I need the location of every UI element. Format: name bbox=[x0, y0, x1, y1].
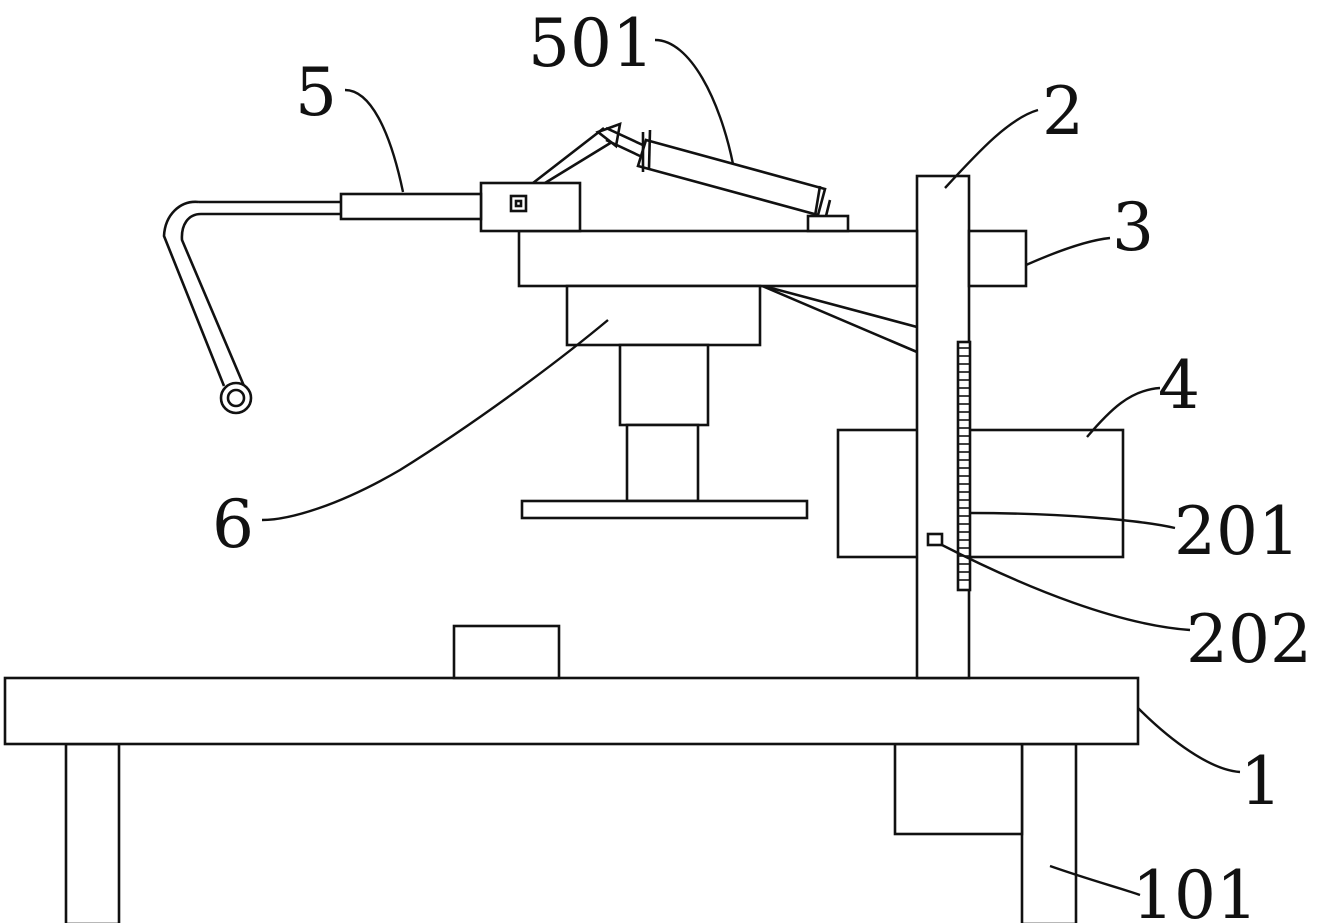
motor-4 bbox=[836, 428, 1125, 559]
brace-line-a bbox=[759, 283, 918, 354]
bolt-square-icon bbox=[509, 194, 528, 213]
label-201: 201 bbox=[1174, 493, 1300, 570]
cylinder-base bbox=[806, 214, 850, 233]
link-b bbox=[544, 140, 613, 185]
arm-hook-outer bbox=[162, 200, 226, 387]
link-a bbox=[532, 126, 605, 185]
cylinder-body-501 bbox=[636, 138, 827, 217]
label-501: 501 bbox=[528, 5, 654, 82]
leader-1 bbox=[1137, 707, 1241, 774]
label-3: 3 bbox=[1112, 189, 1154, 266]
label-101: 101 bbox=[1132, 857, 1258, 923]
label-5: 5 bbox=[295, 54, 337, 131]
label-1: 1 bbox=[1240, 743, 1282, 820]
leader-101 bbox=[1049, 864, 1141, 897]
leader-6 bbox=[261, 319, 609, 522]
piston-rod-b bbox=[605, 138, 641, 158]
main-beam bbox=[517, 229, 919, 288]
press-plate bbox=[520, 499, 809, 520]
leader-5 bbox=[344, 88, 405, 193]
leader-501 bbox=[654, 38, 735, 165]
leader-3 bbox=[1025, 236, 1111, 267]
leader-201 bbox=[969, 511, 1176, 530]
label-4: 4 bbox=[1158, 347, 1200, 424]
label-2: 2 bbox=[1042, 73, 1084, 150]
hook-eye-inner-icon bbox=[226, 388, 246, 408]
leader-4 bbox=[1086, 386, 1161, 438]
leg-right bbox=[1020, 742, 1078, 923]
press-cylinder bbox=[618, 343, 710, 427]
sensor-202 bbox=[926, 532, 944, 547]
arm-sleeve bbox=[339, 192, 483, 221]
leader-202 bbox=[941, 543, 1191, 632]
cylinder-end-b bbox=[824, 199, 832, 217]
brace-line-b bbox=[759, 283, 918, 329]
cylinder-clamp-2 bbox=[647, 129, 652, 169]
label-202: 202 bbox=[1186, 601, 1312, 678]
press-rod bbox=[625, 423, 700, 503]
bolt-square-inner-icon bbox=[514, 199, 523, 208]
arm-hook-inner bbox=[180, 212, 246, 387]
rack-teeth bbox=[958, 347, 970, 581]
under-table-box bbox=[893, 742, 1024, 836]
cylinder-end-a bbox=[813, 185, 822, 217]
workpiece-block bbox=[452, 624, 561, 680]
label-6: 6 bbox=[212, 486, 254, 563]
press-housing-6 bbox=[565, 284, 762, 347]
table-top bbox=[3, 676, 1140, 746]
leader-2 bbox=[944, 108, 1039, 189]
hook-eye-icon bbox=[219, 381, 253, 415]
arm-mount-block bbox=[479, 181, 582, 233]
leg-left bbox=[64, 742, 121, 923]
piston-rod-a bbox=[605, 126, 646, 148]
beam-end-3 bbox=[967, 229, 1028, 288]
